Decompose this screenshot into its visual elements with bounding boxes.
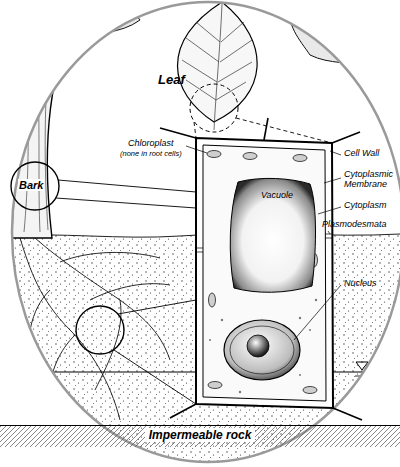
label-text: Leaf (158, 72, 185, 87)
vacuole: Vacuole (226, 176, 328, 296)
label-text: Chloroplast (128, 138, 174, 148)
rock-layer: Impermeable rock (0, 425, 400, 447)
label-text: Nucleus (344, 278, 377, 288)
part-label: Leaf (158, 73, 185, 87)
hatch-line (385, 425, 400, 447)
part-label: Cell Wall (344, 149, 379, 159)
rock-hatch (0, 425, 400, 447)
part-label: Nucleus (344, 279, 377, 289)
part-label: Plasmodesmata (322, 220, 387, 230)
label-text: Plasmodesmata (322, 219, 387, 229)
rock-edge (0, 425, 400, 426)
part-label: Cytoplasm (344, 201, 387, 211)
label-text: Cell Wall (344, 148, 379, 158)
part-label: Chloroplast (128, 139, 174, 149)
label-text: (none in root cells) (120, 149, 182, 158)
label-text: Bark (18, 179, 44, 191)
label-text: Cytoplasmic Membrane (344, 169, 393, 189)
node-text: Impermeable rock (145, 428, 256, 442)
note-label: (none in root cells) (120, 150, 182, 158)
hatch-line (395, 425, 400, 447)
hatch-line (380, 425, 400, 447)
part-label: Cytoplasmic Membrane (344, 170, 396, 190)
label-text: Cytoplasm (344, 200, 387, 210)
part-label: Bark (18, 179, 44, 191)
node-text: Vacuole (226, 176, 328, 200)
